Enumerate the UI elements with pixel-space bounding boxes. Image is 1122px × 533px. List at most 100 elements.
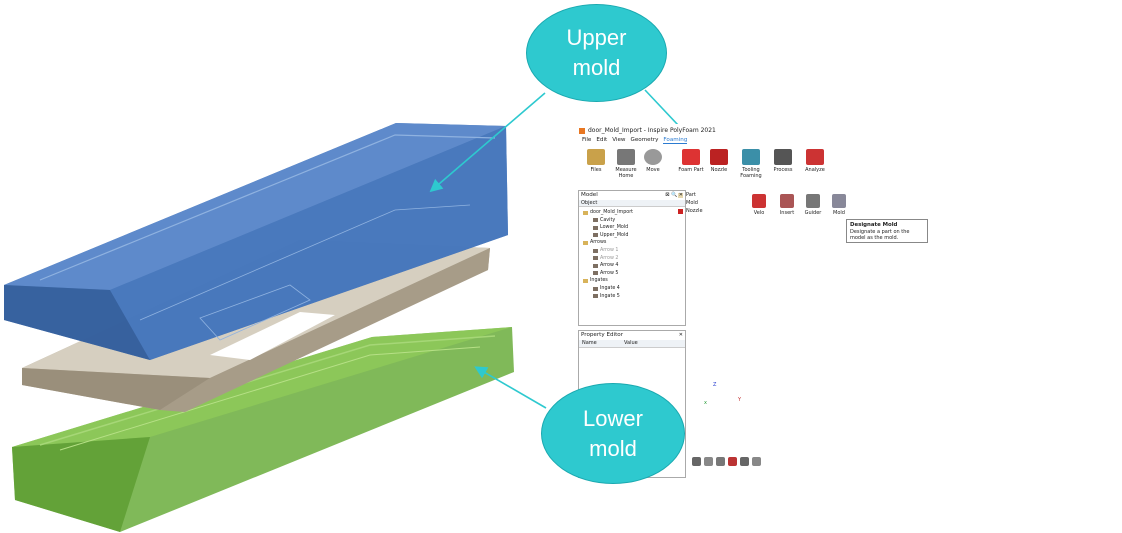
part-swatch-icon bbox=[678, 192, 683, 198]
part-icon bbox=[593, 294, 598, 299]
folder-icon bbox=[583, 240, 588, 245]
tree-item-label: Ingate 5 bbox=[600, 293, 620, 299]
tree-item[interactable]: Upper_Mold bbox=[593, 233, 628, 238]
tree-item-label: Arrows bbox=[590, 240, 607, 246]
tooltip-body: Designate a part on the model as the mol… bbox=[850, 229, 910, 241]
menu-file[interactable]: File bbox=[582, 137, 592, 143]
y-axis-label: Y bbox=[738, 397, 742, 403]
name-column: Name bbox=[582, 340, 597, 346]
mold-icon bbox=[832, 194, 846, 208]
tree-item[interactable]: Ingate 4 bbox=[593, 286, 620, 291]
section-icon[interactable] bbox=[716, 457, 725, 466]
model-panel-controls[interactable]: ⊠ 🔍 ✕ bbox=[665, 192, 683, 198]
view-cube-icon[interactable] bbox=[692, 457, 701, 466]
part-icon bbox=[593, 263, 598, 268]
zoom-icon[interactable] bbox=[740, 457, 749, 466]
z-axis-label: Z bbox=[713, 382, 717, 388]
tooling-icon bbox=[742, 149, 760, 165]
tooltip-title: Designate Mold bbox=[850, 222, 898, 228]
tree-item-label: Ingate 4 bbox=[600, 286, 620, 291]
measure-button[interactable]: Measure Home bbox=[611, 149, 641, 179]
tree-item-label: Upper_Mold bbox=[600, 232, 629, 238]
files-icon bbox=[587, 149, 605, 165]
menu-view[interactable]: View bbox=[612, 137, 626, 143]
tree-item-label: Arrow 5 bbox=[600, 270, 619, 276]
nozzle-button[interactable]: Nozzle bbox=[704, 149, 734, 173]
analyze-icon bbox=[806, 149, 824, 165]
part-icon bbox=[593, 233, 598, 238]
part-icon bbox=[593, 218, 598, 223]
move-button[interactable]: Move bbox=[638, 149, 668, 173]
tree-item-label: Arrow 1 bbox=[600, 248, 619, 253]
foaming-group-label: Foaming bbox=[740, 173, 762, 179]
guider-icon bbox=[806, 194, 820, 208]
nozzle-swatch-icon bbox=[678, 208, 683, 214]
tree-item-label: Arrow 4 bbox=[600, 263, 619, 269]
tree-item[interactable]: Arrow 5 bbox=[593, 271, 618, 276]
tree-item-label: Lower_Mold bbox=[600, 225, 629, 231]
part-icon bbox=[593, 286, 598, 291]
tree-item[interactable]: Lower_Mold bbox=[593, 225, 628, 230]
designate-mold-tooltip: Designate Mold Designate a part on the m… bbox=[846, 219, 928, 243]
upper-mold-callout: Upper mold bbox=[526, 4, 667, 102]
folder-icon bbox=[583, 210, 588, 215]
tree-item-label: Cavity bbox=[600, 217, 616, 223]
model-panel-title: Model bbox=[581, 192, 598, 198]
property-column-header: Name Value bbox=[579, 340, 685, 348]
value-column: Value bbox=[624, 340, 638, 346]
insert-button[interactable]: Insert bbox=[774, 194, 800, 216]
close-icon[interactable]: ✕ bbox=[678, 332, 683, 338]
view-toolbar bbox=[692, 457, 761, 466]
tooling-button[interactable]: Tooling Foaming bbox=[736, 149, 766, 179]
tree-item[interactable]: Arrows bbox=[583, 240, 606, 245]
app-logo-icon bbox=[579, 127, 585, 134]
ribbon-toolbar: Files Measure Home Move Foam Part Nozzle… bbox=[576, 146, 846, 186]
window-title: door_Mold_Import - Inspire PolyFoam 2021 bbox=[588, 127, 716, 134]
part-icon bbox=[593, 248, 598, 253]
tree-item[interactable]: Ingates bbox=[583, 278, 608, 283]
process-button[interactable]: Process bbox=[768, 149, 798, 173]
tree-item[interactable]: Arrow 2 bbox=[593, 256, 618, 261]
tree-item-label: Ingates bbox=[590, 278, 608, 284]
menu-foaming[interactable]: Foaming bbox=[663, 137, 688, 144]
move-icon bbox=[644, 149, 662, 165]
x-axis-label: x bbox=[704, 400, 707, 406]
nozzle-icon bbox=[710, 149, 728, 165]
velo-button[interactable]: Velo bbox=[746, 194, 772, 216]
part-icon bbox=[593, 271, 598, 276]
lower-mold-callout: Lower mold bbox=[541, 383, 685, 484]
designate-part-item[interactable]: Part bbox=[678, 191, 703, 199]
tree-item[interactable]: Cavity bbox=[593, 218, 615, 223]
velo-icon bbox=[752, 194, 766, 208]
guider-button[interactable]: Guider bbox=[800, 194, 826, 216]
foam-part-icon bbox=[682, 149, 700, 165]
menu-edit[interactable]: Edit bbox=[596, 137, 608, 143]
tree-item[interactable]: Arrow 4 bbox=[593, 263, 618, 268]
rotate-icon[interactable] bbox=[752, 457, 761, 466]
tree-item[interactable]: Arrow 1 bbox=[593, 248, 618, 253]
window-title-bar: door_Mold_Import - Inspire PolyFoam 2021 bbox=[579, 127, 716, 134]
menu-bar: File Edit View Geometry Foaming bbox=[582, 137, 688, 144]
tree-item[interactable]: door_Mold_Import bbox=[583, 210, 633, 215]
lower-mold-model bbox=[12, 327, 514, 532]
mold-button[interactable]: Mold bbox=[826, 194, 852, 216]
files-button[interactable]: Files bbox=[581, 149, 611, 173]
fit-view-icon[interactable] bbox=[728, 457, 737, 466]
part-icon bbox=[593, 256, 598, 261]
home-group-label: Home bbox=[618, 173, 634, 179]
foam-part-button[interactable]: Foam Part bbox=[676, 149, 706, 173]
tree-item-label: door_Mold_Import bbox=[590, 210, 634, 215]
menu-geometry[interactable]: Geometry bbox=[630, 137, 659, 143]
tree-item[interactable]: Ingate 5 bbox=[593, 294, 620, 299]
property-editor-title: Property Editor bbox=[581, 332, 624, 338]
insert-icon bbox=[780, 194, 794, 208]
shading-icon[interactable] bbox=[704, 457, 713, 466]
designate-nozzle-item[interactable]: Nozzle bbox=[678, 207, 703, 215]
upper-mold-model bbox=[4, 123, 508, 360]
folder-icon bbox=[583, 278, 588, 283]
tree-item-label: Arrow 2 bbox=[600, 255, 619, 261]
measure-icon bbox=[617, 149, 635, 165]
analyze-button[interactable]: Analyze bbox=[800, 149, 830, 173]
process-icon bbox=[774, 149, 792, 165]
